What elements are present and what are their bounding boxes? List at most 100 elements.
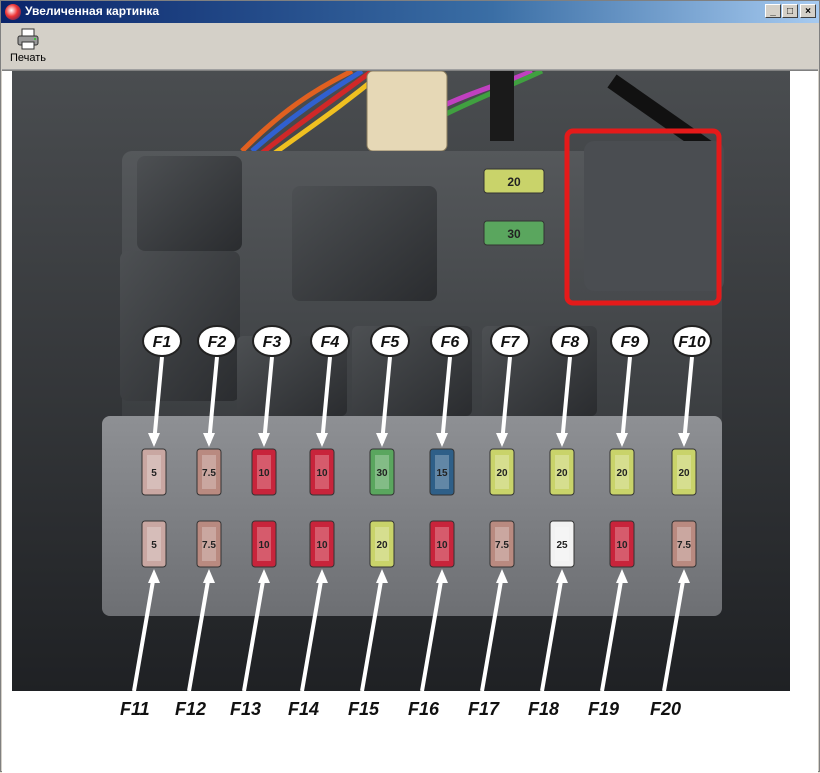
- wire-harness: [240, 71, 717, 158]
- fuse-f18: 25: [549, 520, 575, 568]
- connector-plug: [366, 71, 448, 152]
- title-bar[interactable]: Увеличенная картинка _ □ ×: [1, 1, 819, 23]
- fuse-f6: 15: [429, 448, 455, 496]
- arrow-f17: [480, 569, 508, 691]
- callout-f5: F5: [370, 325, 410, 447]
- relay-k4: [237, 336, 347, 416]
- close-button[interactable]: ×: [800, 4, 816, 18]
- callout-arrows: F1 F2 F3 F4 F5 F6 F7 F8 F9 F10: [132, 325, 712, 691]
- fuse-f9: 20: [609, 448, 635, 496]
- callout-label: F5: [381, 334, 401, 351]
- callout-label: F8: [561, 334, 580, 351]
- minimize-button[interactable]: _: [765, 4, 781, 18]
- relay-k3: [292, 186, 437, 301]
- callout-f8: F8: [550, 325, 590, 447]
- label-f17: F17: [468, 699, 500, 719]
- fuse-rating: 5: [151, 468, 157, 479]
- printer-icon: [17, 28, 39, 50]
- fuse-f20: 7.5: [671, 520, 697, 568]
- fuse-f4: 10: [309, 448, 335, 496]
- callout-f3: F3: [252, 325, 292, 447]
- fuse-rating: 10: [258, 468, 270, 479]
- fuse-f12: 7.5: [196, 520, 222, 568]
- maximize-button[interactable]: □: [782, 4, 798, 18]
- relay-k2: [120, 251, 240, 401]
- fuse-f17: 7.5: [489, 520, 515, 568]
- label-f14: F14: [288, 699, 320, 719]
- fuse-f1: 5: [141, 448, 167, 496]
- label-f13: F13: [230, 699, 262, 719]
- fuse-rating: 10: [316, 468, 328, 479]
- fuse-f8: 20: [549, 448, 575, 496]
- fuse-rating: 10: [616, 540, 628, 551]
- label-f19: F19: [588, 699, 620, 719]
- fuse-rating: 10: [436, 540, 448, 551]
- callout-f9: F9: [610, 325, 650, 447]
- highlight-frame: [564, 128, 722, 306]
- fuse-f16: 10: [429, 520, 455, 568]
- arrow-f16: [420, 569, 448, 691]
- fuse-f14: 10: [309, 520, 335, 568]
- callout-label: F6: [441, 334, 460, 351]
- fuse-f3: 10: [251, 448, 277, 496]
- callout-label: F1: [153, 334, 172, 351]
- print-button[interactable]: Печать: [6, 26, 50, 66]
- label-f12: F12: [175, 699, 207, 719]
- arrow-f20: [662, 569, 690, 691]
- callout-label: F3: [263, 334, 282, 351]
- print-label: Печать: [9, 52, 47, 64]
- label-f15: F15: [348, 699, 380, 719]
- arrow-f11: [132, 569, 160, 691]
- arrow-f15: [360, 569, 388, 691]
- fuse-f2: 7.5: [196, 448, 222, 496]
- fuse-rating: 15: [436, 468, 448, 479]
- label-f16: F16: [408, 699, 440, 719]
- callout-label: F2: [208, 334, 227, 351]
- fuse-panel: [102, 416, 722, 616]
- callout-label: F4: [321, 334, 340, 351]
- relay-fuse-rating: 30: [507, 227, 521, 241]
- relay-fuse-rating: 20: [507, 175, 521, 189]
- fuse-rating: 7.5: [677, 540, 691, 551]
- fuse-rating: 7.5: [202, 468, 216, 479]
- relay-k9: [584, 141, 724, 291]
- callout-label: F10: [678, 334, 706, 351]
- fuse-f10: 20: [671, 448, 697, 496]
- label-f20: F20: [650, 699, 682, 719]
- fuse-rating: 7.5: [495, 540, 509, 551]
- fuse-rating: 20: [556, 468, 568, 479]
- fuse-rating: 7.5: [202, 540, 216, 551]
- relay-fuse-1: 20: [483, 168, 545, 194]
- fuse-rating: 10: [258, 540, 270, 551]
- callout-label: F7: [501, 334, 521, 351]
- arrow-f18: [540, 569, 568, 691]
- arrow-f14: [300, 569, 328, 691]
- arrow-f12: [187, 569, 215, 691]
- callout-f1: F1: [142, 325, 182, 447]
- fuse-f11: 5: [141, 520, 167, 568]
- label-f11: F11: [120, 699, 150, 719]
- fuse-rating: 30: [376, 468, 388, 479]
- fuse-f13: 10: [251, 520, 277, 568]
- fuse-rating: 20: [678, 468, 690, 479]
- callout-f6: F6: [430, 325, 470, 447]
- toolbar: Печать: [2, 23, 818, 70]
- fuse-rating: 10: [316, 540, 328, 551]
- relay-fuse-2: 30: [483, 220, 545, 246]
- fuse-rating: 5: [151, 540, 157, 551]
- fuse-rating: 20: [496, 468, 508, 479]
- arrow-f19: [600, 569, 628, 691]
- fuse-f19: 10: [609, 520, 635, 568]
- fuse-f15: 20: [369, 520, 395, 568]
- callout-f2: F2: [197, 325, 237, 447]
- fuse-rating: 20: [376, 540, 388, 551]
- callout-f10: F10: [672, 325, 712, 447]
- arrow-f13: [242, 569, 270, 691]
- label-f18: F18: [528, 699, 560, 719]
- relay-k1: [137, 156, 242, 251]
- app-icon: [5, 4, 21, 20]
